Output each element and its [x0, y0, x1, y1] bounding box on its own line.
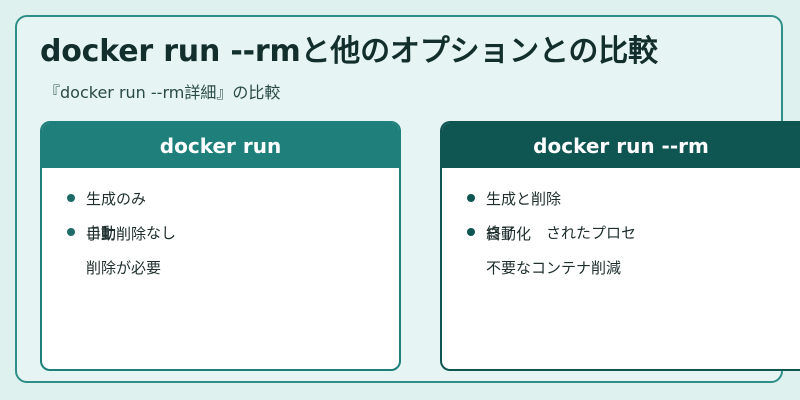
list-item-overlap-tail: されたプロセ	[546, 224, 637, 242]
bullet-icon	[467, 228, 475, 236]
list-item: 生成のみ	[86, 190, 147, 208]
bullet-icon	[67, 228, 75, 236]
list-item-overlap: 自動	[86, 224, 117, 242]
docker-run-rm-card-header: docker run --rm	[442, 123, 800, 168]
list-item: 手動削除	[86, 225, 147, 243]
list-item: 生成と削除	[486, 190, 562, 208]
page-title: docker run --rmと他のオプションとの比較	[40, 34, 658, 69]
page-subtitle: 『docker run --rm詳細』の比較	[44, 83, 281, 102]
list-item-overlap: 終了	[486, 224, 517, 242]
list-item: 自動化	[486, 225, 532, 243]
docker-run-card-header: docker run	[42, 123, 399, 168]
bullet-icon	[467, 194, 475, 202]
bullet-icon	[67, 194, 75, 202]
docker-run-card: docker run 生成のみ 手動削除 自動 なし 削除が必要	[40, 121, 401, 371]
docker-run-rm-card: docker run --rm 生成と削除 自動化 終了 されたプロセ 不要なコ…	[440, 121, 800, 371]
list-item: 不要なコンテナ削減	[486, 259, 622, 277]
list-item-overlap-tail: なし	[146, 224, 177, 242]
list-item: 削除が必要	[86, 259, 162, 277]
